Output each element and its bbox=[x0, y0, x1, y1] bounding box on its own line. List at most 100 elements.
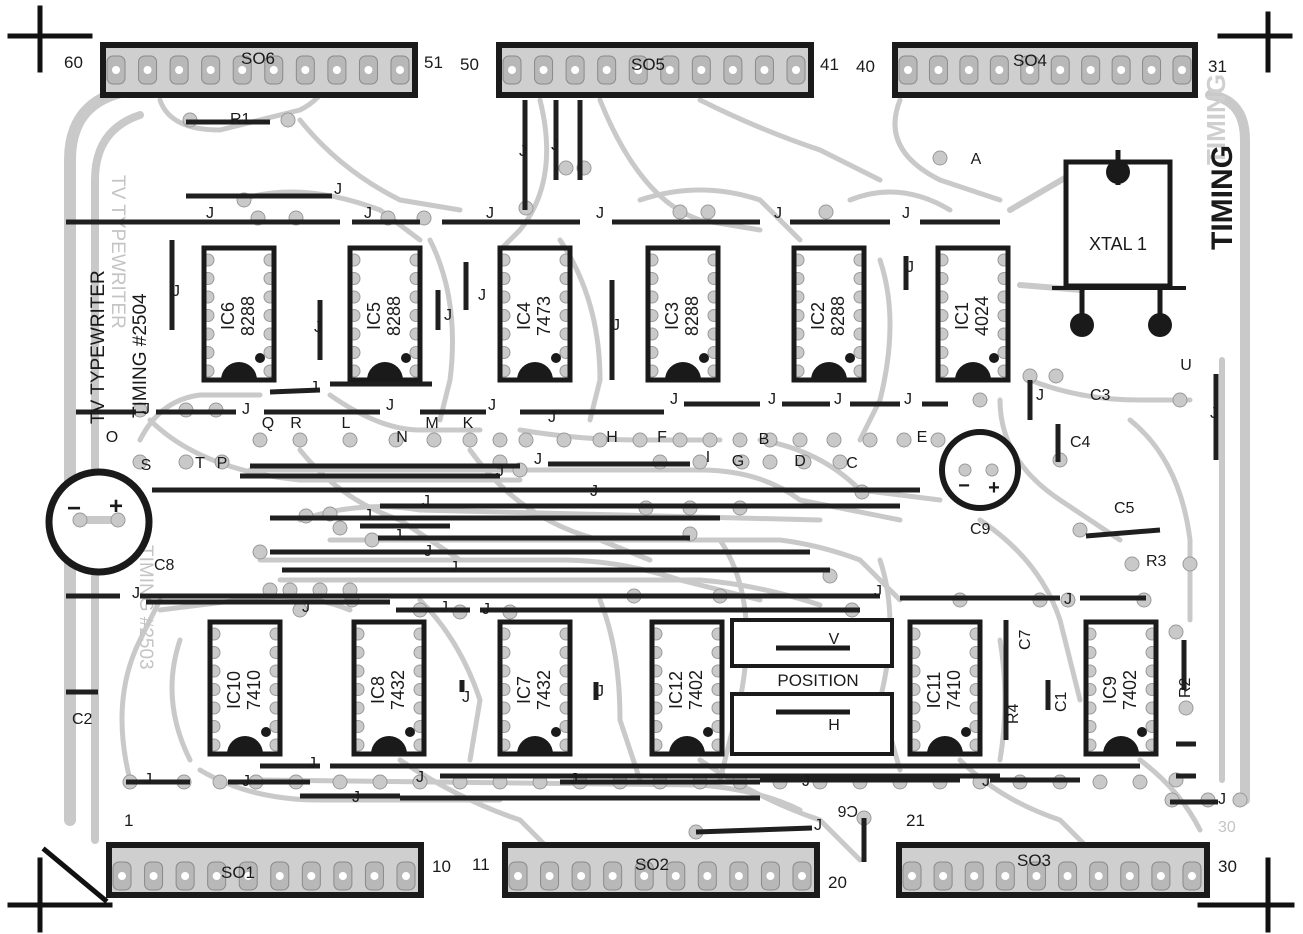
test-point-e: E bbox=[917, 429, 928, 446]
ic-name: IC4 bbox=[514, 302, 534, 330]
c9-label: C9 bbox=[970, 521, 991, 538]
jumper-label: J bbox=[570, 771, 578, 788]
ic-name: IC7 bbox=[514, 676, 534, 704]
r1-label: R1 bbox=[230, 111, 251, 128]
jumper-label: J bbox=[314, 319, 322, 336]
jumper-label: J bbox=[440, 599, 448, 616]
socket-so5-pin-left: 50 bbox=[460, 55, 479, 74]
jumper-label: J bbox=[774, 205, 782, 222]
solder-pad bbox=[896, 432, 912, 448]
socket-pin-hole bbox=[760, 66, 769, 74]
solder-pad bbox=[862, 432, 878, 448]
ic-name: IC6 bbox=[218, 302, 238, 330]
solder-pad bbox=[702, 432, 718, 448]
copper-trace bbox=[1137, 757, 1203, 833]
capacitor-c8: − + C8 bbox=[45, 468, 175, 576]
ic-pin1-dot bbox=[551, 353, 561, 363]
socket-pin-hole bbox=[734, 872, 743, 880]
test-point-b: B bbox=[759, 431, 770, 448]
jumper-label: J bbox=[132, 585, 140, 602]
solder-pad bbox=[972, 392, 988, 408]
test-point-d: D bbox=[794, 453, 806, 470]
solder-pad bbox=[426, 432, 442, 448]
test-point-g: G bbox=[732, 453, 744, 470]
socket-so1-pin-right: 10 bbox=[432, 857, 451, 876]
socket-pin-hole bbox=[545, 872, 554, 880]
jumper-label: J bbox=[142, 401, 150, 418]
copper-trace bbox=[857, 257, 893, 443]
solder-pad bbox=[1092, 774, 1108, 790]
ghost-pin: 30 bbox=[1218, 819, 1236, 836]
test-point-o: O bbox=[106, 429, 118, 446]
c8-minus: − bbox=[67, 495, 81, 522]
board-title: TIMING bbox=[1206, 145, 1239, 250]
jumper-label: J bbox=[1218, 791, 1226, 808]
test-point-j: J bbox=[548, 409, 556, 426]
ghost-name-line1: TV TYPEWRITER bbox=[107, 175, 128, 329]
solder-pad bbox=[252, 432, 268, 448]
jumper-label: J bbox=[834, 391, 842, 408]
copper-trace bbox=[497, 97, 550, 253]
solder-pad bbox=[792, 432, 808, 448]
copper-trace bbox=[197, 767, 503, 803]
socket-pin-hole bbox=[665, 66, 674, 74]
solder-pad bbox=[592, 432, 608, 448]
socket-so1-pin-left: 1 bbox=[124, 811, 133, 830]
socket-so2-pin-left: 11 bbox=[472, 855, 490, 874]
jumper-label: J bbox=[482, 601, 490, 618]
solder-pad bbox=[932, 150, 948, 166]
ic-part: 7473 bbox=[534, 296, 554, 336]
ghost-title: TIMING bbox=[1201, 74, 1231, 165]
jumper-label: J bbox=[422, 493, 430, 510]
socket-so3-label: SO3 bbox=[1017, 851, 1051, 870]
jumper-label: J bbox=[904, 391, 912, 408]
socket-so2-label: SO2 bbox=[635, 855, 669, 874]
socket-pin-hole bbox=[338, 872, 347, 880]
test-point-i: I bbox=[706, 449, 710, 466]
position-label: POSITION bbox=[777, 671, 858, 690]
jumper-label: J bbox=[486, 205, 494, 222]
socket-pin-hole bbox=[1178, 66, 1186, 74]
solder-pad bbox=[818, 204, 834, 220]
copper-trace bbox=[119, 597, 163, 783]
socket-so5-pin-right: 41 bbox=[820, 55, 839, 74]
board-silkscreen: TIMING TV TYPEWRITER TIMING #2504 bbox=[88, 145, 1239, 424]
position-controls: V POSITION H bbox=[730, 618, 894, 756]
jumper-label: J bbox=[982, 773, 990, 790]
socket-pin-hole bbox=[1056, 66, 1065, 74]
socket-so4: SO4 40 31 bbox=[856, 42, 1227, 98]
copper-trace bbox=[847, 189, 953, 213]
copper-trace bbox=[427, 237, 455, 423]
copper-trace bbox=[277, 577, 823, 608]
r3-label: R3 bbox=[1146, 553, 1167, 570]
socket-pin-hole bbox=[396, 66, 404, 74]
copper-trace bbox=[417, 597, 483, 763]
solder-pad bbox=[1178, 700, 1194, 716]
solder-pad bbox=[1172, 392, 1188, 408]
socket-so2-pin-right: 20 bbox=[828, 873, 847, 892]
ghost-name-line2: TIMING #2503 bbox=[135, 545, 156, 670]
board-name-line1: TV TYPEWRITER bbox=[88, 270, 109, 424]
ic-pin1-dot bbox=[703, 727, 713, 737]
test-point-m: M bbox=[425, 415, 438, 432]
solder-pad bbox=[342, 432, 358, 448]
jumper-label: J bbox=[172, 283, 180, 300]
position-v-label: V bbox=[829, 631, 840, 648]
jumper-label: J bbox=[206, 205, 214, 222]
copper-trace bbox=[597, 597, 643, 783]
test-point-n: N bbox=[396, 429, 408, 446]
socket-pin-hole bbox=[1025, 66, 1034, 74]
socket-pin-hole bbox=[1086, 66, 1095, 74]
ic-name: IC11 bbox=[924, 672, 944, 709]
socket-pin-hole bbox=[1001, 872, 1010, 880]
ghost-silkscreen: TIMING TV TYPEWRITER TIMING #2503 30 bbox=[107, 74, 1236, 836]
jumper-label: J bbox=[902, 205, 910, 222]
solder-pad bbox=[762, 432, 778, 448]
socket-so6: SO6 60 51 bbox=[64, 42, 443, 98]
socket-pin-hole bbox=[1156, 872, 1165, 880]
